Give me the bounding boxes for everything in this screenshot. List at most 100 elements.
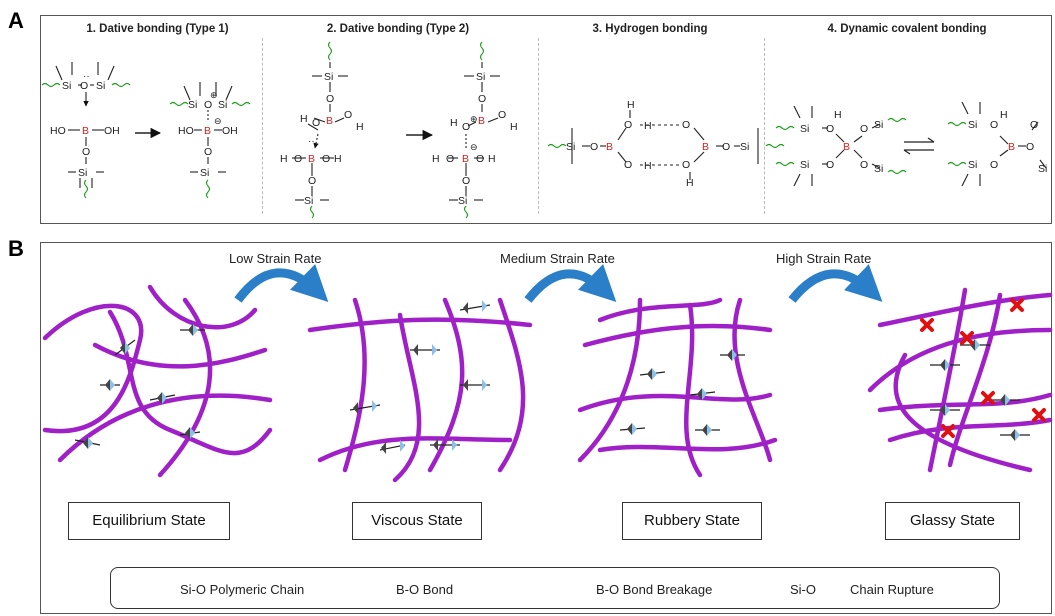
svg-text:Si: Si (96, 80, 105, 92)
svg-text:O: O (322, 153, 330, 165)
svg-text:⊕: ⊕ (470, 114, 478, 124)
svg-text:O: O (312, 117, 320, 129)
svg-text:Si: Si (874, 119, 883, 131)
svg-text:H: H (280, 153, 288, 165)
svg-text:B: B (606, 141, 613, 153)
panel-a-frame (40, 15, 1052, 224)
legend-rupture-label-a: Si-O (790, 582, 816, 597)
dative1-reactant (41, 62, 131, 199)
svg-text:O: O (326, 93, 334, 105)
arrow-label-low-strain-rate: Low Strain Rate (229, 251, 322, 266)
high-strain-arrow (788, 264, 883, 303)
svg-text:Si: Si (200, 167, 209, 179)
svg-text:O: O (204, 146, 212, 158)
svg-text:Si: Si (968, 119, 977, 131)
svg-text:B: B (843, 141, 850, 153)
svg-text:OH: OH (222, 125, 238, 137)
svg-text:O: O (826, 123, 834, 135)
svg-text:O: O (462, 175, 470, 187)
svg-text:H: H (488, 153, 496, 165)
legend (110, 567, 1000, 609)
arrow-label-high-strain-rate: High Strain Rate (776, 251, 872, 266)
svg-text:O: O (826, 159, 834, 171)
svg-text:O: O (860, 159, 868, 171)
section-divider-2 (538, 38, 539, 214)
svg-text:B: B (204, 125, 211, 137)
svg-text:H: H (644, 120, 652, 132)
svg-text:HO: HO (50, 125, 66, 137)
svg-text:Si: Si (968, 159, 977, 171)
svg-text:H: H (432, 153, 440, 165)
dative2-product (448, 41, 500, 219)
bond-markers (83, 300, 1020, 454)
svg-text:⊖: ⊖ (214, 116, 222, 126)
svg-text:Si: Si (458, 195, 467, 207)
svg-text:O: O (476, 153, 484, 165)
svg-text:O: O (82, 146, 90, 158)
dynamic-covalent-product (947, 101, 1047, 187)
svg-text:B: B (1008, 141, 1015, 153)
svg-text:O: O (590, 141, 598, 153)
svg-text:Si: Si (304, 195, 313, 207)
arrow-label-medium-strain-rate: Medium Strain Rate (500, 251, 615, 266)
svg-text:O: O (722, 141, 730, 153)
svg-text:O: O (462, 121, 470, 133)
dynamic-covalent-reactant (775, 105, 907, 187)
state-label-rubbery: Rubbery State (622, 502, 762, 540)
panel-b-frame (40, 242, 1052, 614)
medium-strain-arrow (524, 264, 617, 303)
svg-text:HO: HO (178, 125, 194, 137)
svg-text:B: B (462, 153, 469, 165)
svg-text:Si: Si (740, 141, 749, 153)
svg-text:Si: Si (1038, 163, 1047, 175)
panel-b-letter: B (8, 236, 24, 261)
svg-text:Si: Si (476, 71, 485, 83)
svg-text:O: O (990, 119, 998, 131)
svg-text:Si: Si (188, 99, 197, 111)
svg-text:O: O (294, 153, 302, 165)
svg-text:H: H (300, 113, 308, 125)
svg-text:B: B (308, 153, 315, 165)
svg-text:H: H (510, 121, 518, 133)
svg-text:H: H (686, 177, 694, 189)
svg-text:H: H (1000, 109, 1008, 121)
svg-text:··: ·· (308, 136, 315, 147)
svg-text:B: B (478, 115, 485, 127)
panel-a-letter: A (8, 8, 24, 33)
low-strain-arrow (234, 264, 329, 303)
dative1-product (169, 82, 251, 199)
svg-text:O: O (624, 159, 632, 171)
section-title-hydrogen: 3. Hydrogen bonding (592, 23, 708, 35)
section-divider-3 (764, 38, 765, 214)
dative2-reactant (292, 41, 348, 219)
section-divider-1 (262, 38, 263, 214)
svg-text:O: O (682, 119, 690, 131)
rubbery-chains (577, 297, 778, 478)
svg-text:O: O (204, 99, 212, 111)
svg-text:O: O (478, 93, 486, 105)
svg-text:H: H (334, 153, 342, 165)
state-label-glassy: Glassy State (885, 502, 1020, 540)
hydrogen-bonding-pair (547, 110, 785, 180)
svg-text:O: O (344, 109, 352, 121)
svg-text:B: B (82, 125, 89, 137)
equilibrium-chains (42, 284, 273, 478)
svg-text:O: O (308, 175, 316, 187)
svg-text:H: H (644, 160, 652, 172)
svg-text:H: H (450, 117, 458, 129)
svg-text:⊖: ⊖ (470, 142, 478, 152)
svg-text:H: H (834, 109, 842, 121)
svg-text:O: O (498, 109, 506, 121)
svg-text:O: O (990, 159, 998, 171)
svg-text:O: O (1030, 119, 1038, 131)
svg-text:O: O (860, 123, 868, 135)
viscous-chains (307, 297, 533, 483)
svg-text:O: O (682, 159, 690, 171)
svg-text:B: B (326, 115, 333, 127)
svg-text:H: H (356, 121, 364, 133)
svg-text:O: O (446, 153, 454, 165)
svg-text:O: O (80, 80, 88, 92)
glassy-chains (867, 287, 1053, 473)
state-label-viscous: Viscous State (352, 502, 482, 540)
